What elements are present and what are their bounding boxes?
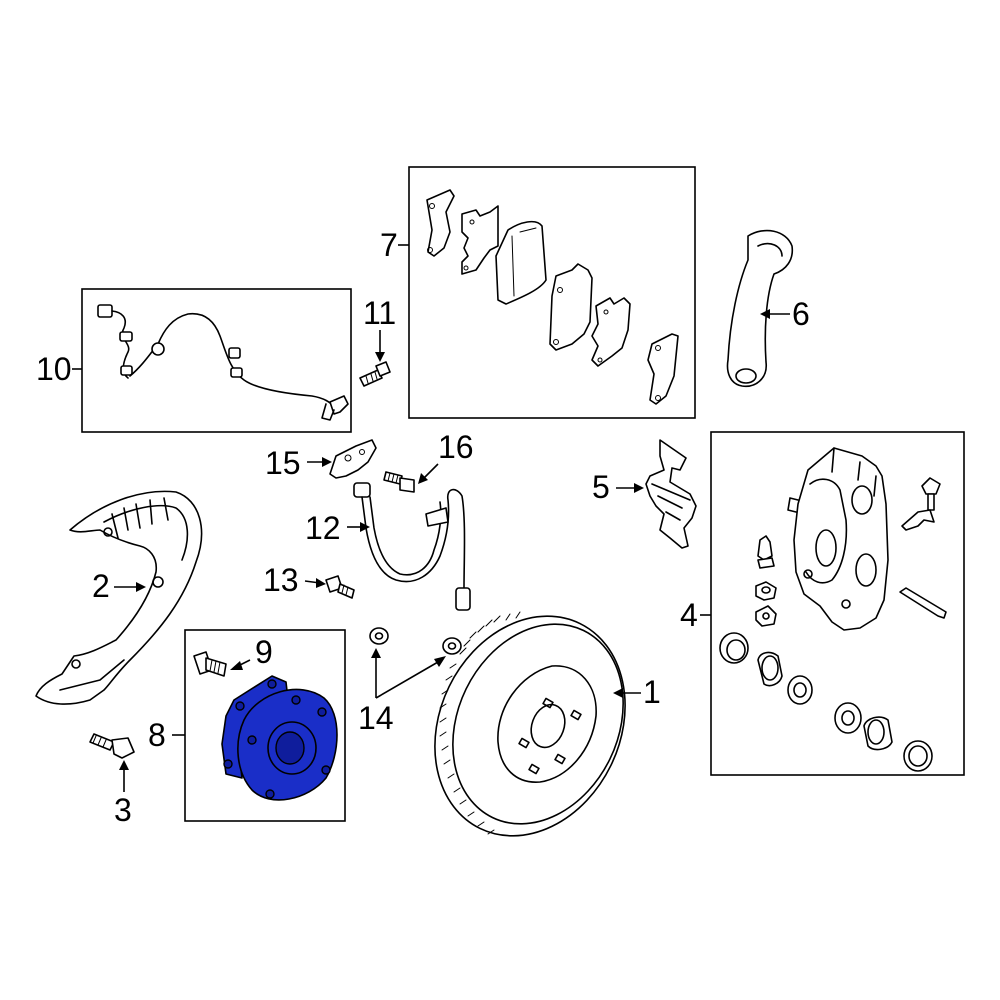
piston-right[interactable] xyxy=(863,716,893,751)
callout-6: 6 xyxy=(792,296,810,332)
callout-16: 16 xyxy=(438,429,474,465)
bolt-13[interactable] xyxy=(325,575,355,599)
bolt-3[interactable] xyxy=(89,733,135,759)
brake-rotor[interactable] xyxy=(399,584,661,868)
wheel-stud[interactable] xyxy=(193,651,227,677)
splash-shield[interactable] xyxy=(35,490,203,705)
callout-1: 1 xyxy=(643,674,661,710)
sensor-harness-box xyxy=(81,288,352,433)
brake-pad-set[interactable] xyxy=(426,189,679,405)
callout-13: 13 xyxy=(263,562,299,598)
callout-7: 7 xyxy=(380,227,398,263)
boot-right[interactable] xyxy=(834,702,862,734)
callout-10: 10 xyxy=(36,351,72,387)
boot-left[interactable] xyxy=(787,675,813,705)
caliper-assembly[interactable] xyxy=(787,447,889,631)
piston-seal-left[interactable] xyxy=(719,632,749,664)
anti-rattle-spring[interactable] xyxy=(645,439,697,549)
piston-left[interactable] xyxy=(757,651,783,687)
callout-12: 12 xyxy=(305,510,341,546)
callout-3: 3 xyxy=(114,792,132,828)
bleeder-cap[interactable] xyxy=(755,581,777,601)
callout-8: 8 xyxy=(148,717,166,753)
callout-11: 11 xyxy=(363,295,396,331)
bleeder-screw[interactable] xyxy=(757,535,775,569)
callout-2: 2 xyxy=(92,568,110,604)
caliper-clip[interactable] xyxy=(901,509,935,531)
callout-9: 9 xyxy=(255,634,273,670)
callout-4: 4 xyxy=(680,597,698,633)
caliper-assembly-box xyxy=(710,431,965,776)
caliper-cover[interactable] xyxy=(726,229,794,387)
callout-15: 15 xyxy=(265,445,301,481)
hub-assembly-box xyxy=(184,629,346,822)
brake-hose[interactable] xyxy=(353,482,471,611)
caliper-nut[interactable] xyxy=(755,605,777,627)
bolt-16[interactable] xyxy=(383,471,415,493)
piston-seal-right[interactable] xyxy=(903,740,933,772)
caliper-bolt[interactable] xyxy=(921,477,941,511)
hose-bracket[interactable] xyxy=(329,439,377,479)
pad-kit-box xyxy=(408,166,696,419)
pad-pin[interactable] xyxy=(899,587,947,619)
callout-14: 14 xyxy=(358,700,394,736)
callout-5: 5 xyxy=(592,469,610,505)
washers[interactable] xyxy=(369,627,462,655)
hub-bearing-assembly[interactable] xyxy=(221,675,338,801)
abs-sensor-harness[interactable] xyxy=(97,304,349,421)
bolt-11[interactable] xyxy=(359,361,391,387)
